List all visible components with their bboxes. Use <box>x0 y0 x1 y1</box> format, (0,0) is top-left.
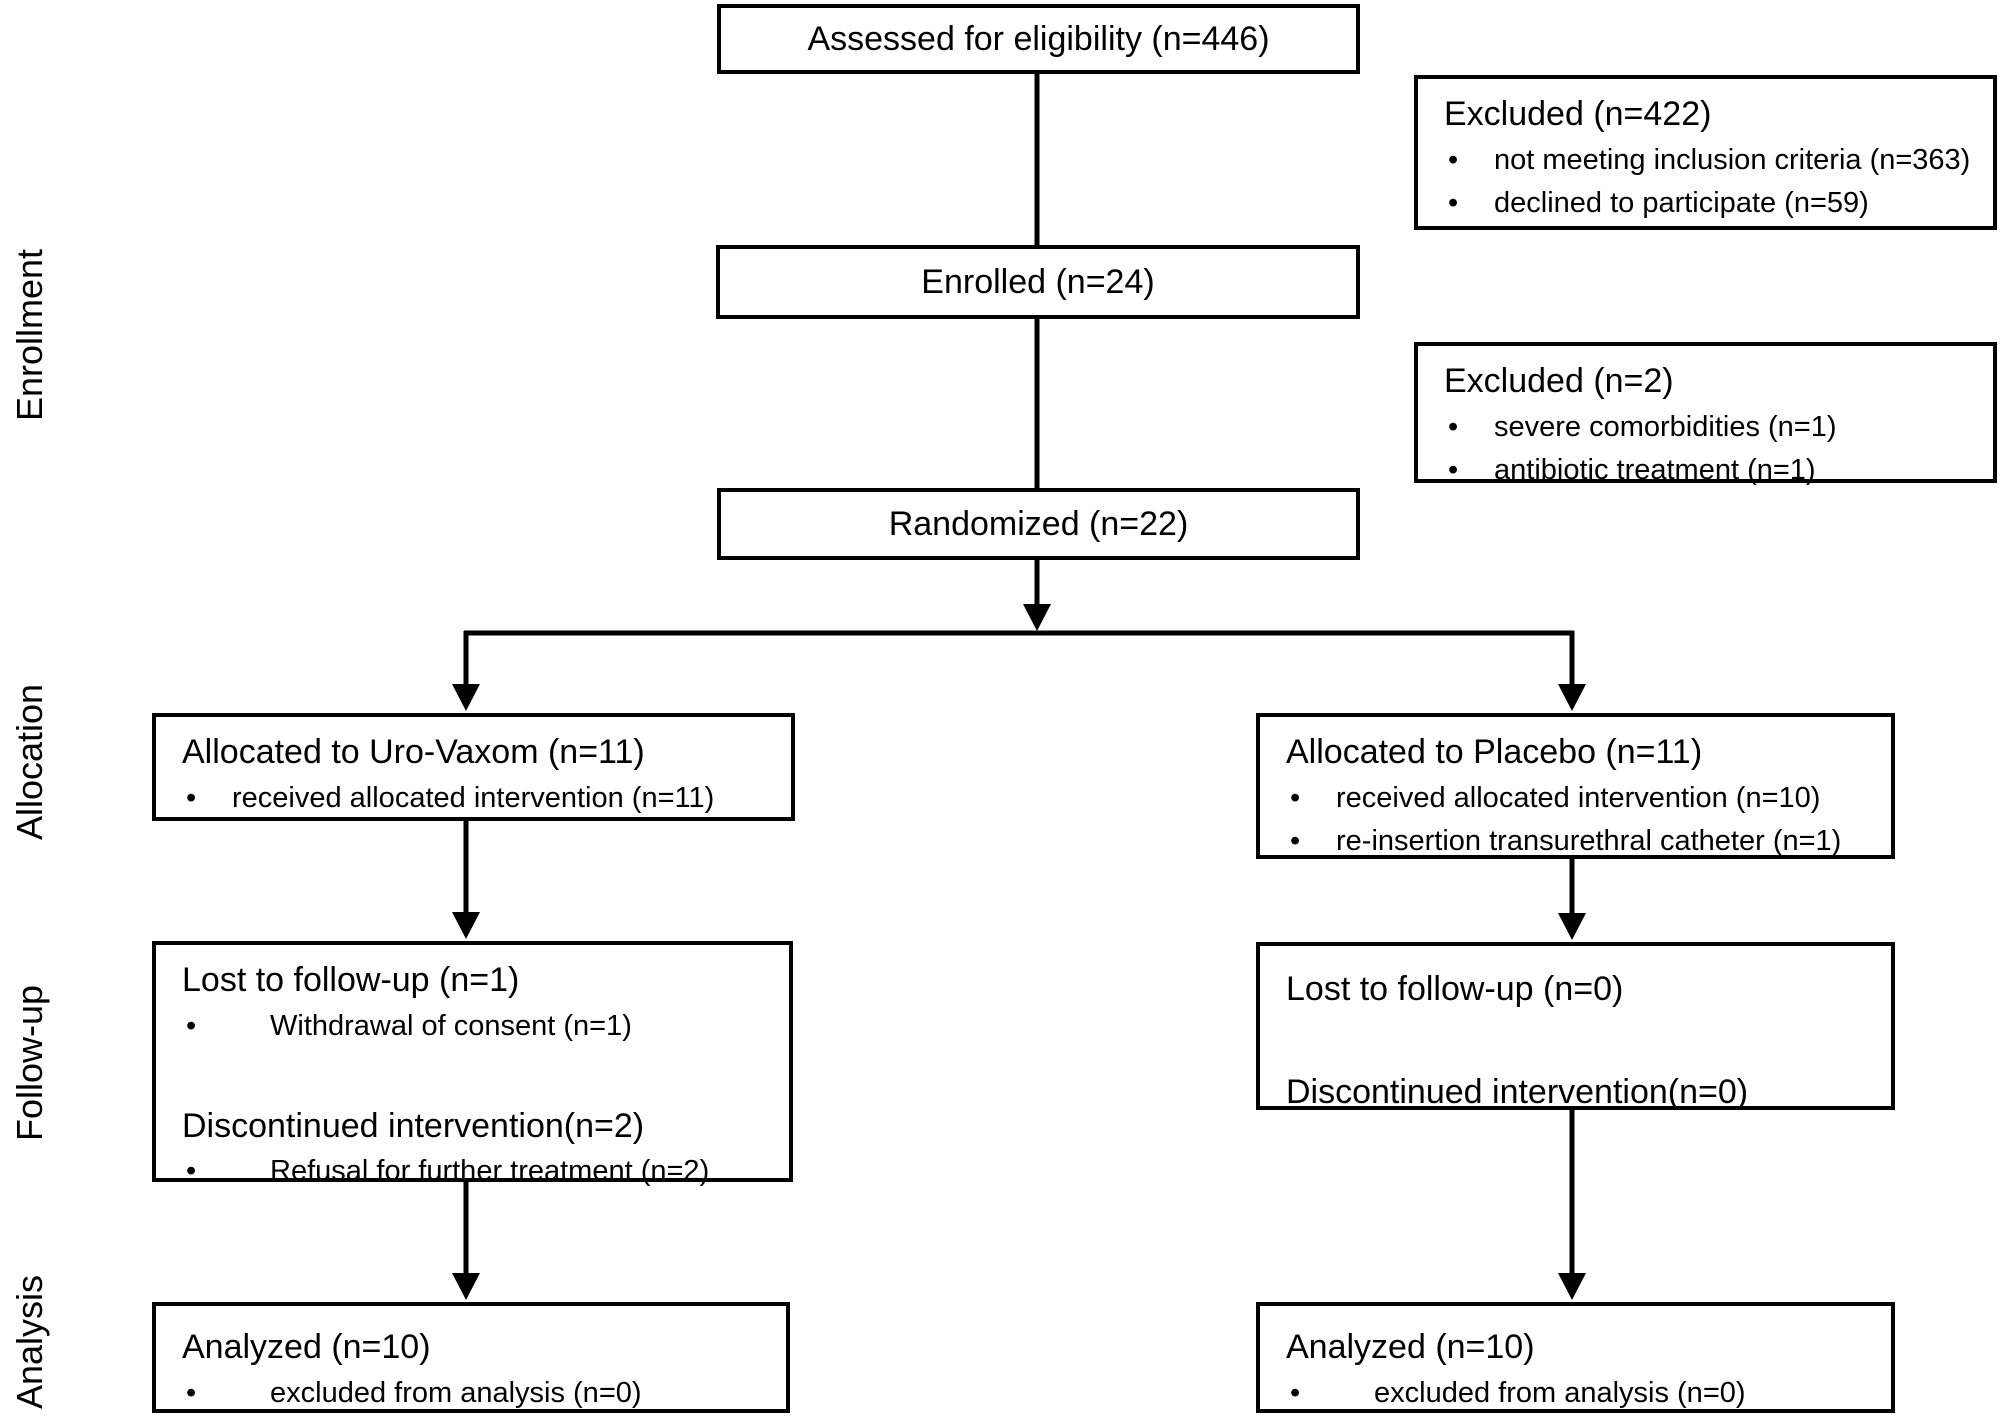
discontinued-title: Discontinued intervention(n=2) <box>182 1106 645 1145</box>
box-title: Allocated to Placebo (n=11) <box>1286 733 1703 771</box>
box-randomized: Randomized (n=22) <box>717 488 1360 560</box>
arrowhead-to-analysis-right <box>1558 1273 1586 1300</box>
bullet-text: excluded from analysis (n=0) <box>270 1376 642 1409</box>
bullet-text: not meeting inclusion criteria (n=363) <box>1494 143 1971 176</box>
bullet-item: • excluded from analysis (n=0) <box>182 1374 778 1412</box>
box-assessed-for-eligibility: Assessed for eligibility (n=446) <box>717 4 1360 74</box>
bullet-dot-icon: • <box>186 1009 197 1042</box>
bullet-dot-icon: • <box>186 1155 197 1188</box>
stage-label-allocation: Allocation <box>9 683 50 841</box>
box-title: Excluded (n=422) <box>1444 95 1712 133</box>
box-title: Assessed for eligibility (n=446) <box>807 19 1270 58</box>
arrowhead-randomized-branch <box>1023 604 1051 631</box>
bullet-item: • Withdrawal of consent (n=1) <box>182 1007 781 1045</box>
arrowhead-to-analysis-left <box>452 1273 480 1300</box>
box-title: Randomized (n=22) <box>888 504 1189 543</box>
bullet-text: excluded from analysis (n=0) <box>1374 1376 1746 1409</box>
bullet-dot-icon: • <box>1290 781 1301 814</box>
discontinued-title: Discontinued intervention(n=0) <box>1286 1072 1749 1111</box>
bullet-text: declined to participate (n=59) <box>1494 186 1869 219</box>
bullet-item: • Refusal for further treatment (n=2) <box>182 1152 781 1190</box>
box-title: Analyzed (n=10) <box>182 1328 431 1366</box>
bullet-text: Refusal for further treatment (n=2) <box>270 1155 710 1188</box>
arrowhead-to-alloc-left <box>452 684 480 711</box>
box-analyzed-placebo: Analyzed (n=10) • excluded from analysis… <box>1256 1302 1895 1413</box>
box-followup-placebo: Lost to follow-up (n=0) Discontinued int… <box>1256 942 1895 1111</box>
bullet-dot-icon: • <box>1290 1376 1301 1409</box>
bullet-dot-icon: • <box>1290 824 1301 857</box>
bullet-item: • declined to participate (n=59) <box>1444 184 1985 222</box>
stage-label-analysis: Analysis <box>9 1274 50 1410</box>
box-title: Analyzed (n=10) <box>1286 1328 1535 1366</box>
lost-to-followup-title: Lost to follow-up (n=1) <box>182 961 520 999</box>
bullet-item: • received allocated intervention (n=11) <box>182 779 783 817</box>
stage-label-follow-up: Follow-up <box>9 984 50 1142</box>
arrowhead-to-follow-right <box>1558 913 1586 940</box>
bullet-text: Withdrawal of consent (n=1) <box>270 1009 632 1042</box>
box-title: Allocated to Uro-Vaxom (n=11) <box>182 733 645 771</box>
box-analyzed-urovaxom: Analyzed (n=10) • excluded from analysis… <box>152 1302 790 1413</box>
box-title: Enrolled (n=24) <box>921 262 1155 301</box>
stage-label-enrollment: Enrollment <box>9 248 50 422</box>
lost-to-followup-title: Lost to follow-up (n=0) <box>1286 970 1624 1008</box>
bullet-dot-icon: • <box>1448 143 1459 176</box>
bullet-text: antibiotic treatment (n=1) <box>1494 453 1816 486</box>
bullet-dot-icon: • <box>1448 453 1459 486</box>
box-allocated-urovaxom: Allocated to Uro-Vaxom (n=11) • received… <box>152 713 795 821</box>
bullet-dot-icon: • <box>186 781 197 814</box>
bullet-text: received allocated intervention (n=11) <box>232 781 715 814</box>
bullet-text: received allocated intervention (n=10) <box>1336 781 1821 814</box>
bullet-dot-icon: • <box>1448 410 1459 443</box>
box-enrolled: Enrolled (n=24) <box>716 245 1360 319</box>
bullet-item: • not meeting inclusion criteria (n=363) <box>1444 141 1985 179</box>
bullet-item: • severe comorbidities (n=1) <box>1444 408 1985 446</box>
bullet-item: • re-insertion transurethral catheter (n… <box>1286 822 1883 860</box>
bullet-dot-icon: • <box>186 1376 197 1409</box>
bullet-item: • antibiotic treatment (n=1) <box>1444 451 1985 489</box>
bullet-item: • excluded from analysis (n=0) <box>1286 1374 1883 1412</box>
bullet-text: re-insertion transurethral catheter (n=1… <box>1336 824 1842 857</box>
arrowhead-to-follow-left <box>452 912 480 939</box>
box-followup-urovaxom: Lost to follow-up (n=1) • Withdrawal of … <box>152 941 793 1187</box>
bullet-item: • received allocated intervention (n=10) <box>1286 779 1883 817</box>
arrowhead-to-alloc-right <box>1558 684 1586 711</box>
box-excluded-enrollment: Excluded (n=2) • severe comorbidities (n… <box>1414 342 1997 486</box>
box-excluded-screening: Excluded (n=422) • not meeting inclusion… <box>1414 75 1997 230</box>
box-title: Excluded (n=2) <box>1444 362 1674 400</box>
box-allocated-placebo: Allocated to Placebo (n=11) • received a… <box>1256 713 1895 859</box>
bullet-dot-icon: • <box>1448 186 1459 219</box>
bullet-text: severe comorbidities (n=1) <box>1494 410 1837 443</box>
